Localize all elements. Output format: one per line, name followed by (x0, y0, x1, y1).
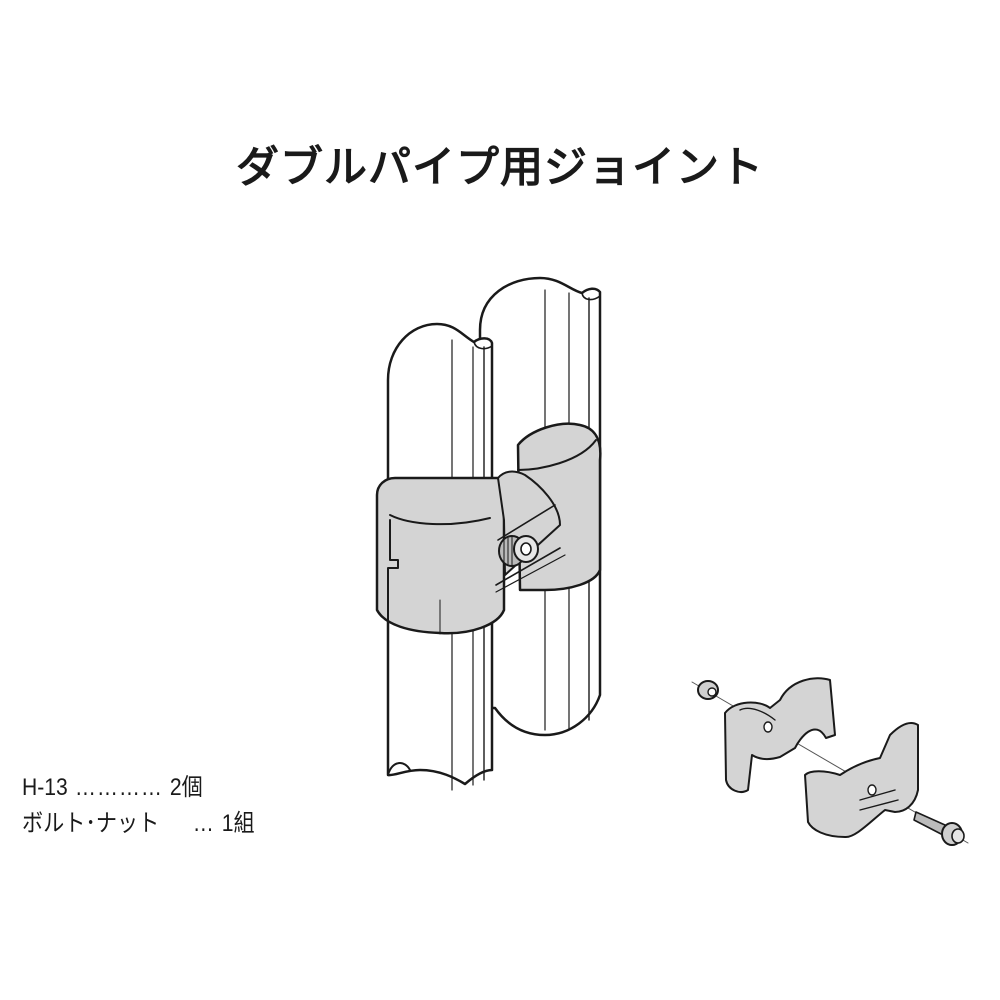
clamp-half-upper (724, 677, 836, 793)
part-quantity: 2個 (169, 774, 203, 801)
parts-list: H-13 ………… 2個 ボルト･ナット … 1組 (22, 770, 255, 842)
bolt (913, 811, 965, 846)
parts-list-row: H-13 ………… 2個 (22, 770, 255, 806)
left-collar (375, 476, 506, 635)
parts-list-row: ボルト･ナット … 1組 (22, 806, 255, 842)
bolt-head (498, 535, 539, 567)
clamp-half-lower (804, 722, 919, 838)
nut (697, 680, 719, 700)
part-name: ボルト･ナット (22, 810, 160, 837)
leader-dots: ………… (74, 774, 163, 801)
exploded-parts-illustration (691, 677, 969, 846)
leader-dots: … (192, 810, 215, 837)
part-quantity: 1組 (221, 810, 255, 837)
page-title: ダブルパイプ用ジョイント (236, 143, 764, 193)
part-name: H-13 (22, 774, 68, 801)
